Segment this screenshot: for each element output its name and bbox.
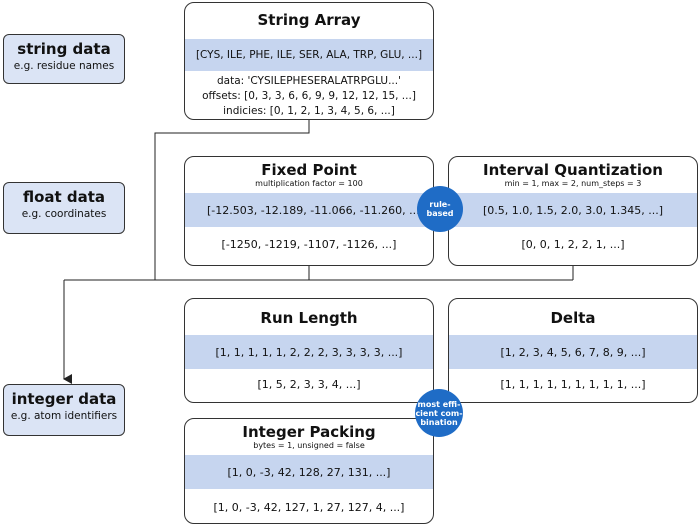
input-band: [1, 2, 3, 4, 5, 6, 7, 8, 9, ...] <box>449 335 697 369</box>
most-efficient-combination-badge: most effi- cient com- bination <box>415 389 463 437</box>
rule-based-badge: rule-based <box>417 186 463 232</box>
output-line: [1, 1, 1, 1, 1, 1, 1, 1, 1, ...] <box>500 378 646 391</box>
output-line: [1, 5, 2, 3, 3, 4, ...] <box>257 378 361 391</box>
string-array-box: String Array [CYS, ILE, PHE, ILE, SER, A… <box>184 2 434 120</box>
category-subtitle: e.g. coordinates <box>21 208 107 220</box>
box-subtitle: bytes = 1, unsigned = false <box>253 441 365 450</box>
box-subtitle: multiplication factor = 100 <box>255 179 363 188</box>
output-line: [0, 0, 1, 2, 2, 1, ...] <box>521 238 625 251</box>
box-title: String Array <box>257 11 361 29</box>
category-title: integer data <box>11 390 117 408</box>
box-title: Interval Quantization <box>483 161 663 179</box>
box-title: Delta <box>550 309 596 327</box>
input-band: [CYS, ILE, PHE, ILE, SER, ALA, TRP, GLU,… <box>185 39 433 71</box>
run-length-box: Run Length [1, 1, 1, 1, 1, 2, 2, 2, 3, 3… <box>184 298 434 403</box>
box-title: Integer Packing <box>242 423 376 441</box>
indices-line: indicies: [0, 1, 2, 1, 3, 4, 5, 6, ...] <box>223 105 395 117</box>
input-band: [-12.503, -12.189, -11.066, -11.260, ... <box>185 193 433 227</box>
connector-string-array <box>154 120 310 280</box>
category-float-data: float data e.g. coordinates <box>3 182 125 234</box>
input-band: [0.5, 1.0, 1.5, 2.0, 3.0, 1.345, ...] <box>449 193 697 227</box>
interval-quantization-box: Interval Quantization min = 1, max = 2, … <box>448 156 698 266</box>
fixed-point-box: Fixed Point multiplication factor = 100 … <box>184 156 434 266</box>
category-integer-data: integer data e.g. atom identifiers <box>3 384 125 436</box>
box-title: Run Length <box>260 309 358 327</box>
offsets-line: offsets: [0, 3, 3, 6, 6, 9, 9, 12, 12, 1… <box>202 90 416 102</box>
category-title: float data <box>22 188 106 206</box>
integer-packing-box: Integer Packing bytes = 1, unsigned = fa… <box>184 418 434 524</box>
category-subtitle: e.g. residue names <box>13 60 115 72</box>
delta-box: Delta [1, 2, 3, 4, 5, 6, 7, 8, 9, ...] [… <box>448 298 698 403</box>
input-band: [1, 0, -3, 42, 128, 27, 131, ...] <box>185 455 433 489</box>
category-subtitle: e.g. atom identifiers <box>10 410 118 422</box>
category-string-data: string data e.g. residue names <box>3 34 125 84</box>
box-subtitle: min = 1, max = 2, num_steps = 3 <box>504 179 642 188</box>
output-line: [-1250, -1219, -1107, -1126, ...] <box>221 238 397 251</box>
box-title: Fixed Point <box>261 161 357 179</box>
output-line: [1, 0, -3, 42, 127, 1, 27, 127, 4, ...] <box>213 501 405 514</box>
input-band: [1, 1, 1, 1, 1, 2, 2, 2, 3, 3, 3, 3, ...… <box>185 335 433 369</box>
category-title: string data <box>17 40 111 58</box>
data-line: data: 'CYSILEPHESERALATRPGLU...' <box>217 75 401 87</box>
